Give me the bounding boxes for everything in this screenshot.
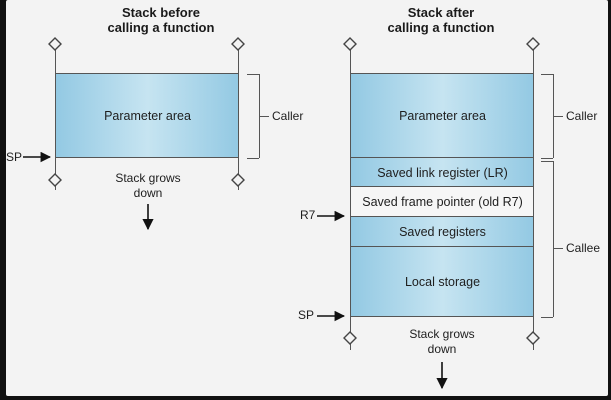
diagram-canvas: Stack before calling a function Paramete… — [6, 0, 608, 396]
callee-bracket-tick — [553, 248, 563, 249]
left-caller-bracket-bottom — [247, 158, 259, 159]
right-line-3 — [351, 216, 534, 217]
right-caller-label: Caller — [566, 109, 598, 123]
right-break-top-r — [526, 37, 540, 51]
left-parameter-area-label: Parameter area — [104, 109, 191, 123]
left-caller-bracket-tick — [259, 116, 269, 117]
right-break-top-l — [343, 37, 357, 51]
left-parameter-area: Parameter area — [56, 74, 239, 158]
left-side-line-r — [238, 40, 239, 190]
right-grows-line2: down — [427, 342, 457, 356]
left-bottom-line — [56, 157, 239, 158]
right-caller-bracket-bottom — [541, 158, 553, 159]
saved-fp-label: Saved frame pointer (old R7) — [362, 195, 523, 209]
left-caller-bracket-top — [247, 74, 259, 75]
left-stack-grows-text: Stack grows down — [98, 171, 198, 201]
local-storage-label: Local storage — [404, 275, 481, 289]
left-grows-line1: Stack grows — [115, 171, 181, 185]
right-parameter-area: Parameter area — [351, 74, 534, 158]
r7-label: R7 — [300, 208, 316, 222]
right-title-line1: Stack after — [407, 5, 475, 20]
saved-registers-block: Saved registers — [351, 217, 534, 247]
right-title: Stack after calling a function — [336, 5, 546, 35]
saved-lr-block: Saved link register (LR) — [351, 158, 534, 187]
right-line-4 — [351, 246, 534, 247]
left-break-bot-r — [231, 173, 245, 187]
left-break-bot-l — [48, 173, 62, 187]
right-parameter-area-label: Parameter area — [399, 109, 486, 123]
right-grows-line1: Stack grows — [409, 327, 475, 341]
right-break-bot-l — [343, 331, 357, 345]
right-line-2 — [351, 186, 534, 187]
right-stack-grows-text: Stack grows down — [392, 327, 492, 357]
right-line-top — [351, 73, 534, 74]
callee-bracket-top — [541, 161, 553, 162]
left-top-line — [56, 73, 239, 74]
left-break-top-r — [231, 37, 245, 51]
right-line-bottom — [351, 316, 534, 317]
saved-fp-block: Saved frame pointer (old R7) — [351, 187, 534, 217]
callee-bracket-bottom — [541, 317, 553, 318]
left-title: Stack before calling a function — [46, 5, 276, 35]
left-caller-label: Caller — [272, 109, 304, 123]
callee-label: Callee — [566, 241, 601, 255]
local-storage-block: Local storage — [351, 247, 534, 317]
diagram-overlay — [23, 37, 540, 390]
left-title-line2: calling a function — [107, 20, 215, 35]
left-title-line1: Stack before — [121, 5, 201, 20]
left-sp-label: SP — [6, 150, 23, 164]
left-break-top-l — [48, 37, 62, 51]
right-side-line-l — [350, 40, 351, 350]
saved-lr-label: Saved link register (LR) — [377, 165, 508, 180]
right-line-1 — [351, 157, 534, 158]
saved-registers-label: Saved registers — [399, 225, 486, 239]
callee-bracket-side — [553, 161, 554, 317]
right-break-bot-r — [526, 331, 540, 345]
right-caller-bracket-tick — [553, 116, 563, 117]
left-grows-line2: down — [133, 186, 163, 200]
right-sp-label: SP — [298, 308, 315, 322]
right-title-line2: calling a function — [387, 20, 495, 35]
left-side-line-l — [55, 40, 56, 190]
right-side-line-r — [533, 40, 534, 350]
right-caller-bracket-top — [541, 74, 553, 75]
